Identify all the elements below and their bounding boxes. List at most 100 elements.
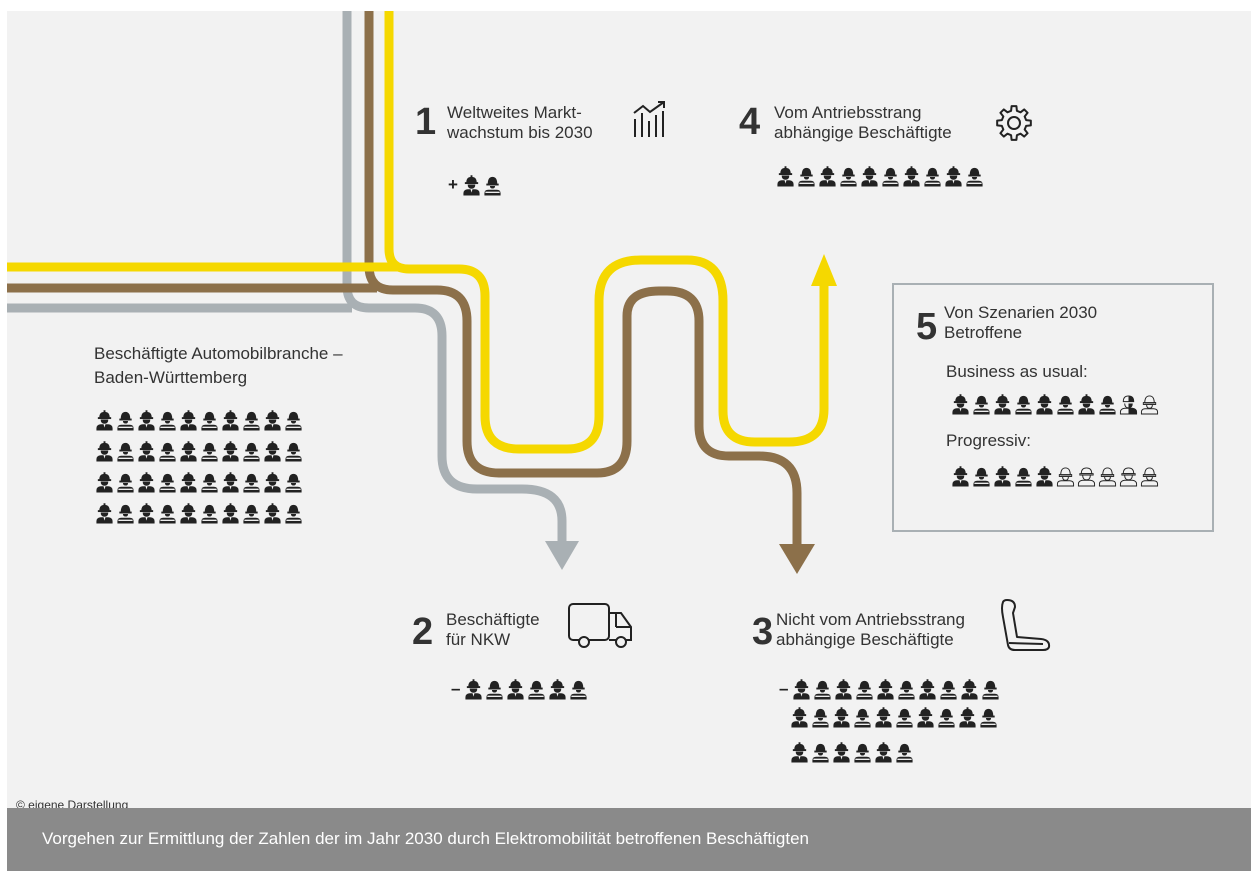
step3-number: 3 [752, 611, 774, 653]
diagram-canvas: Beschäftigte Automobilbranche – Baden-Wü… [7, 11, 1251, 812]
worker-helmet-icon [284, 502, 303, 524]
brown-flow-line [364, 11, 802, 546]
worker-icon [951, 465, 970, 487]
truck-icon [567, 601, 635, 651]
worker-icon [263, 409, 282, 431]
step2-title: Beschäftigte für NKW [446, 610, 540, 649]
worker-icon [876, 678, 895, 700]
grey-flow-line [342, 11, 567, 541]
worker-helmet-icon [158, 409, 177, 431]
worker-helmet-icon [979, 706, 998, 728]
worker-icon [993, 465, 1012, 487]
worker-icon [944, 165, 963, 187]
worker-outline-icon [1098, 465, 1117, 487]
worker-helmet-icon [797, 165, 816, 187]
worker-icon [834, 678, 853, 700]
worker-icon [263, 440, 282, 462]
worker-helmet-icon [527, 678, 546, 700]
step2-people-row: – [451, 678, 590, 700]
worker-helmet-icon [200, 471, 219, 493]
worker-helmet-icon [895, 706, 914, 728]
worker-helmet-icon [972, 465, 991, 487]
bw-people-row [95, 409, 305, 431]
worker-icon [958, 706, 977, 728]
worker-helmet-icon [839, 165, 858, 187]
worker-helmet-icon [1056, 393, 1075, 415]
gear-icon [994, 103, 1034, 143]
worker-icon [464, 678, 483, 700]
worker-outline-icon [1119, 465, 1138, 487]
step4-title: Vom Antriebsstrang abhängige Beschäftigt… [774, 103, 952, 142]
worker-helmet-icon [284, 440, 303, 462]
worker-helmet-icon [242, 502, 261, 524]
worker-icon [916, 706, 935, 728]
worker-helmet-icon [939, 678, 958, 700]
yellow-flow-line [384, 11, 829, 454]
growth-chart-icon [632, 99, 670, 139]
worker-outline-icon [1140, 465, 1159, 487]
worker-icon [902, 165, 921, 187]
worker-helmet-icon [200, 440, 219, 462]
worker-icon [95, 471, 114, 493]
worker-helmet-icon [116, 471, 135, 493]
worker-icon [137, 471, 156, 493]
scenario-bau-label: Business as usual: [946, 362, 1088, 381]
worker-icon [993, 393, 1012, 415]
step3-people-row-3 [790, 741, 916, 763]
step1-prefix: + [448, 175, 458, 194]
scenario-bau-people [951, 393, 1161, 415]
worker-icon [179, 502, 198, 524]
worker-helmet-icon [116, 440, 135, 462]
scenario-progressiv-people [951, 465, 1161, 487]
worker-helmet-icon [1014, 465, 1033, 487]
worker-icon [960, 678, 979, 700]
worker-helmet-icon [937, 706, 956, 728]
step5-title: Von Szenarien 2030 Betroffene [944, 303, 1098, 342]
worker-helmet-icon [895, 741, 914, 763]
worker-helmet-icon [813, 678, 832, 700]
step1-number: 1 [415, 101, 437, 143]
step1-people-row: + [448, 174, 504, 196]
worker-helmet-icon [811, 741, 830, 763]
step3-title: Nicht vom Antriebsstrang abhängige Besch… [776, 610, 965, 649]
worker-icon [221, 409, 240, 431]
bw-people-row [95, 471, 305, 493]
worker-helmet-icon [116, 409, 135, 431]
worker-outline-icon [1077, 465, 1096, 487]
worker-helmet-icon [811, 706, 830, 728]
worker-helmet-icon [284, 409, 303, 431]
worker-icon [95, 409, 114, 431]
worker-helmet-icon [116, 502, 135, 524]
step2-number: 2 [412, 611, 434, 653]
worker-helmet-icon [897, 678, 916, 700]
worker-helmet-icon [972, 393, 991, 415]
worker-icon [874, 706, 893, 728]
worker-icon [832, 741, 851, 763]
step2-prefix: – [451, 679, 461, 698]
worker-outline-icon [1140, 393, 1159, 415]
worker-icon [918, 678, 937, 700]
yellow-arrowhead [811, 254, 837, 286]
bw-people-row [95, 502, 305, 524]
worker-helmet-icon [242, 440, 261, 462]
grey-arrowhead [545, 541, 579, 570]
worker-icon [860, 165, 879, 187]
worker-icon [137, 502, 156, 524]
step4-people-row [776, 165, 986, 187]
worker-icon [221, 502, 240, 524]
worker-icon [221, 440, 240, 462]
scenario-box [892, 283, 1214, 532]
brown-arrowhead [779, 544, 815, 574]
worker-icon [95, 440, 114, 462]
worker-icon [1077, 393, 1096, 415]
worker-helmet-icon [158, 502, 177, 524]
worker-icon [776, 165, 795, 187]
step3-people-row-2 [790, 706, 1000, 728]
step3-people-row-1: – [779, 678, 1002, 700]
worker-partial-icon [1119, 393, 1138, 415]
worker-helmet-icon [855, 678, 874, 700]
flow-lines [7, 11, 837, 574]
worker-helmet-icon [881, 165, 900, 187]
scenario-progressiv-label: Progressiv: [946, 431, 1032, 450]
worker-icon [951, 393, 970, 415]
